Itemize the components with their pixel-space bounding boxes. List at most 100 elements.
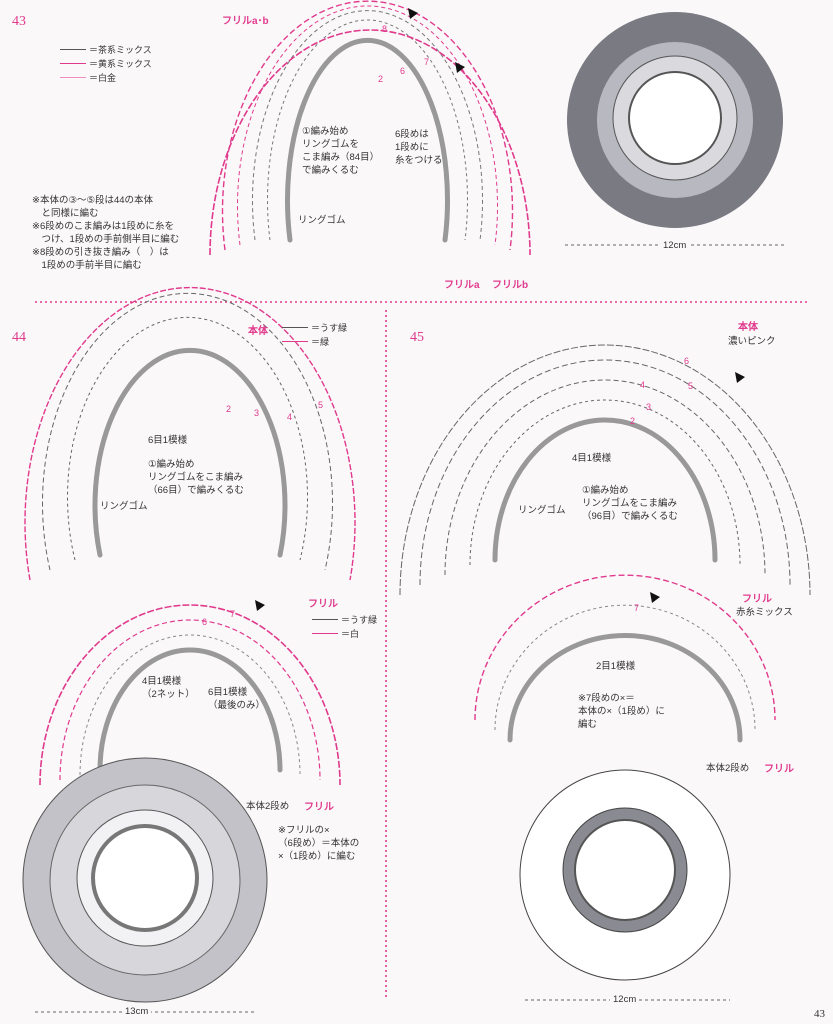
dimension-43: 12cm xyxy=(660,240,690,251)
legend-row: ＝黄系ミックス xyxy=(60,56,152,70)
row-mark: 6 xyxy=(684,356,690,366)
note-line: と同様に編む xyxy=(32,208,99,219)
row-mark: 2 xyxy=(378,74,384,84)
frill-title-44: フリル xyxy=(308,599,338,610)
legend-label: ＝白金 xyxy=(89,72,117,83)
frill-color-45: 赤糸ミックス xyxy=(736,607,793,618)
start-note-45: ①編み始め リングゴムをこま編み （96目）で編みくるむ xyxy=(582,484,678,523)
row-mark: 3 xyxy=(254,408,260,418)
scrunchie-photo-44 xyxy=(22,757,268,1003)
frill-repeat1-44: 4目1模様 （2ネット） xyxy=(142,675,195,701)
chart-44-frill xyxy=(39,604,341,786)
legend-row: ＝緑 xyxy=(282,334,347,348)
row-mark: 4 xyxy=(287,412,293,422)
note-line: 編む xyxy=(578,719,598,730)
note-line: （2ネット） xyxy=(142,689,195,700)
frill-title-45: フリル xyxy=(742,594,772,605)
legend-label: ＝うす緑 xyxy=(341,614,378,625)
note-line: ※フリルの× xyxy=(278,825,330,836)
row-mark: 2 xyxy=(226,404,232,414)
chart-45-body xyxy=(399,344,811,596)
note-line: ※8段めの引き抜き編み（ ）は xyxy=(32,247,169,258)
note-line: 1段めに xyxy=(395,142,429,153)
pointer-arrows-43 xyxy=(408,8,465,73)
note-line: 4目1模様 xyxy=(142,676,182,687)
ring-label-45: リングゴム xyxy=(518,505,566,516)
note-line: 糸をつける xyxy=(395,155,443,166)
note-line: 6段めは xyxy=(395,129,429,140)
thread-note-43: 6段めは 1段めに 糸をつける xyxy=(395,128,443,167)
frill-b-label: フリルb xyxy=(492,280,529,291)
legend-label: ＝緑 xyxy=(311,336,330,347)
chart-45-frill xyxy=(474,574,776,743)
note-line: ×（1段め）に編む xyxy=(278,851,356,862)
note-line: ※6段めのこま編みは1段めに糸を xyxy=(32,221,175,232)
pointer-arrow-45-frill xyxy=(650,592,660,603)
frill-repeat-45: 2目1模様 xyxy=(596,661,636,672)
note-line: （6段め）＝本体の xyxy=(278,838,360,849)
scrunchie-photo-45 xyxy=(519,769,731,981)
note-line: ※7段めの×＝ xyxy=(578,693,635,704)
note-line: こま編み（84目） xyxy=(302,152,380,163)
note-line: リングゴムをこま編み xyxy=(148,472,244,483)
row-mark: 3 xyxy=(646,402,652,412)
frill-ab-title: フリルa･b xyxy=(222,16,269,27)
row-mark: 6 xyxy=(202,617,208,627)
note-line: （66目）で編みくるむ xyxy=(148,485,244,496)
chart-44-body xyxy=(24,286,356,581)
note-line: ①編み始め xyxy=(582,485,629,496)
note-line: ①編み始め xyxy=(302,126,349,137)
note-44: ※フリルの× （6段め）＝本体の ×（1段め）に編む xyxy=(278,824,359,863)
frill-label-45: フリル xyxy=(764,764,794,775)
legend-row: ＝白 xyxy=(312,626,377,640)
note-line: リングゴムを xyxy=(302,139,360,150)
chart-43-body xyxy=(209,0,531,256)
row-mark: 7 xyxy=(634,603,640,613)
row-mark: 2 xyxy=(630,416,636,426)
row-mark: 8 xyxy=(382,24,388,34)
body-row2-45: 本体2段め xyxy=(706,763,750,774)
frill-label-44: フリル xyxy=(304,802,334,813)
ring-label-43: リングゴム xyxy=(298,215,346,226)
section-number-45: 45 xyxy=(410,330,424,345)
repeat-label-44: 6目1模様 xyxy=(148,435,188,446)
dimension-44: 13cm xyxy=(122,1006,152,1017)
start-note-44: ①編み始め リングゴムをこま編み （66目）で編みくるむ xyxy=(148,458,244,497)
row-mark: 5 xyxy=(688,381,694,391)
body-color-45: 濃いピンク xyxy=(728,336,776,347)
section-number-44: 44 xyxy=(12,330,26,345)
row-mark: 4 xyxy=(640,380,646,390)
row-mark: 5 xyxy=(318,400,324,410)
body-row2-44: 本体2段め xyxy=(246,801,290,812)
legend-row: ＝茶系ミックス xyxy=(60,42,152,56)
dimension-45: 12cm xyxy=(610,994,640,1005)
pointer-arrow-44 xyxy=(255,600,265,611)
body-title-45: 本体 xyxy=(738,322,758,333)
frill-repeat2-44: 6目1模様 （最後のみ） xyxy=(208,686,265,712)
page-number: 43 xyxy=(814,1008,825,1020)
legend-row: ＝うす緑 xyxy=(282,320,347,334)
legend-row: ＝白金 xyxy=(60,70,152,84)
note-line: ※本体の③～⑤段は44の本体 xyxy=(32,195,154,206)
row-mark: 7 xyxy=(424,57,430,67)
row-mark: 6 xyxy=(400,66,406,76)
start-note-43: ①編み始め リングゴムを こま編み（84目） で編みくるむ xyxy=(302,125,379,177)
section-number-43: 43 xyxy=(12,14,26,29)
note-line: （最後のみ） xyxy=(208,700,266,711)
legend-label: ＝黄系ミックス xyxy=(89,58,152,69)
legend-43: ＝茶系ミックス ＝黄系ミックス ＝白金 xyxy=(60,42,152,84)
note-line: 本体の×（1段め）に xyxy=(578,706,665,717)
note-line: つけ、1段めの手前側半目に編む xyxy=(32,234,180,245)
notes-43: ※本体の③～⑤段は44の本体 と同様に編む ※6段めのこま編みは1段めに糸を つ… xyxy=(32,194,179,272)
note-45: ※7段めの×＝ 本体の×（1段め）に 編む xyxy=(578,692,665,731)
note-line: 6目1模様 xyxy=(208,687,248,698)
scrunchie-photo-43 xyxy=(567,12,783,228)
ring-label-44: リングゴム xyxy=(100,501,148,512)
note-line: 1段めの手前半目に編む xyxy=(32,260,142,271)
legend-44-body: ＝うす緑 ＝緑 xyxy=(282,320,347,348)
legend-label: ＝うす緑 xyxy=(311,322,348,333)
note-line: リングゴムをこま編み xyxy=(582,498,678,509)
note-line: で編みくるむ xyxy=(302,165,359,176)
body-title-44: 本体 xyxy=(248,326,268,337)
